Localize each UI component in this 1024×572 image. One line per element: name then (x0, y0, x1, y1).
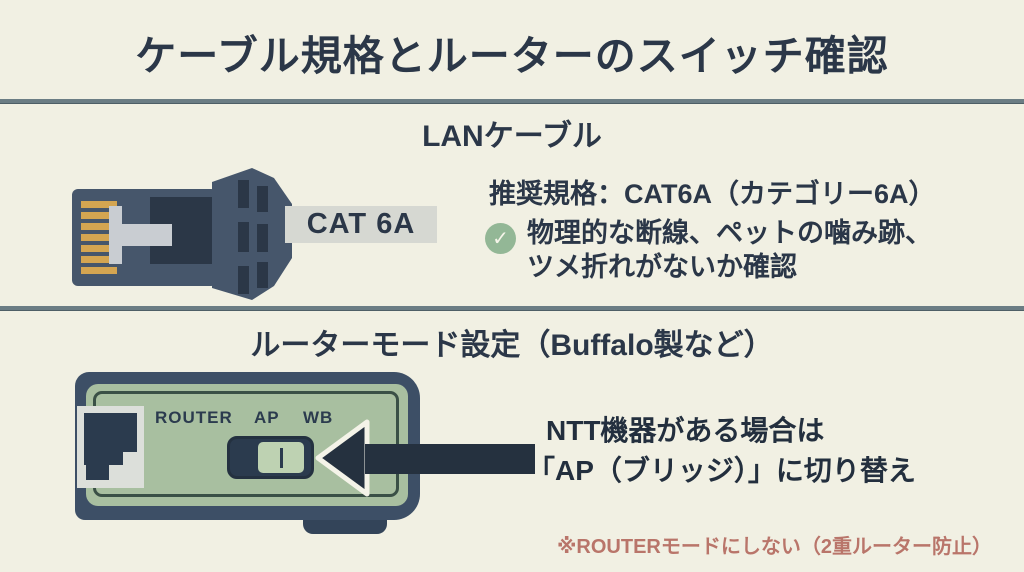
rj45-latch-icon (109, 206, 122, 264)
recommended-spec-text: 推奨規格：CAT6A（カテゴリー6A） (489, 179, 936, 209)
cable-boot (212, 168, 292, 300)
switch-label-ap: AP (254, 408, 280, 427)
check-icon: ✓ (485, 223, 516, 254)
cable-check-line2: ツメ折れがないか確認 (527, 252, 797, 282)
cable-check-line1: 物理的な断線、ペットの噛み跡、 (527, 218, 932, 248)
arrow-left-icon (315, 419, 535, 497)
cable-check-text: 物理的な断線、ペットの噛み跡、ツメ折れがないか確認 (527, 216, 932, 284)
rj45-pin (81, 245, 117, 252)
router-mode-footnote: ※ROUTERモードにしない（2重ルーター防止） (556, 536, 992, 558)
rj45-latch-icon (122, 224, 172, 246)
cable-category-label: CAT 6A (306, 208, 416, 240)
callout-line1: NTT機器がある場合は (546, 415, 825, 446)
mode-switch-knob (255, 439, 307, 476)
router-foot (303, 518, 387, 534)
section-divider-top (0, 99, 1024, 104)
switch-label-router: ROUTER (155, 408, 233, 427)
ethernet-port-icon (77, 406, 144, 488)
rj45-pin (81, 256, 117, 263)
rj45-pin (81, 223, 117, 230)
section-divider-middle (0, 306, 1024, 311)
callout-line2: 「AP（ブリッジ）」に切り替え (527, 455, 916, 486)
rj45-pin (81, 201, 117, 208)
cable-sheath: CAT 6A (285, 206, 437, 243)
knob-line (279, 447, 283, 468)
rj45-pin (81, 234, 117, 241)
lan-section-heading: LANケーブル (422, 120, 602, 153)
router-section-heading: ルーターモード設定（Buffalo製など） (250, 329, 774, 362)
switch-label-wb: WB (303, 408, 334, 427)
cable-check-item: ✓ 物理的な断線、ペットの噛み跡、ツメ折れがないか確認 (485, 216, 932, 284)
rj45-pin (81, 267, 117, 274)
page-title: ケーブル規格とルーターのスイッチ確認 (135, 33, 889, 79)
rj45-pin (81, 212, 117, 219)
